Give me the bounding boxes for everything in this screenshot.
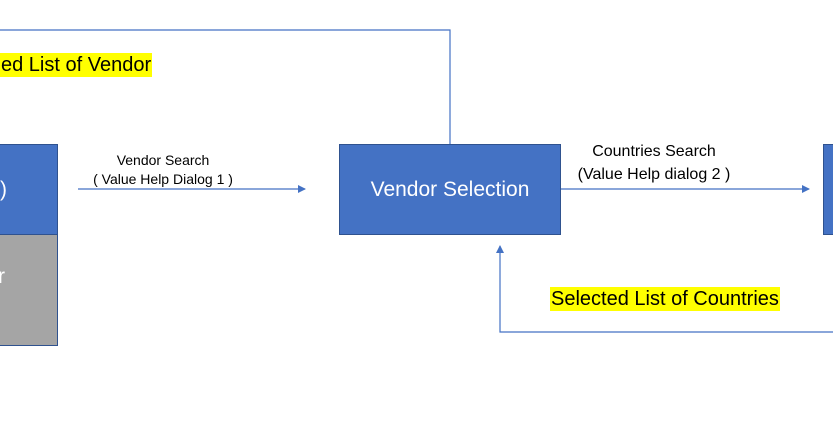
vendor-search-label: Vendor Search ( Value Help Dialog 1 ) [78,151,248,189]
left-node-bottom-label: r [0,265,5,288]
vendor-feedback-line [0,29,451,144]
selected-vendor-highlight: ed List of Vendor [0,53,153,77]
countries-search-line1: Countries Search [592,143,716,160]
left-node-top: ) [0,144,58,235]
selected-countries-highlight: Selected List of Countries [550,287,780,311]
vendor-selection-label: Vendor Selection [370,177,530,201]
countries-search-label: Countries Search (Value Help dialog 2 ) [566,140,742,186]
countries-feedback-line [496,245,833,333]
left-node-top-label: ) [0,177,7,201]
countries-search-line2: (Value Help dialog 2 ) [577,166,731,183]
vendor-selection-node: Vendor Selection [339,144,561,235]
vendor-search-line2: ( Value Help Dialog 1 ) [93,171,233,187]
right-node [823,144,833,235]
left-node-bottom: r [0,234,58,346]
vendor-search-line1: Vendor Search [116,152,210,168]
